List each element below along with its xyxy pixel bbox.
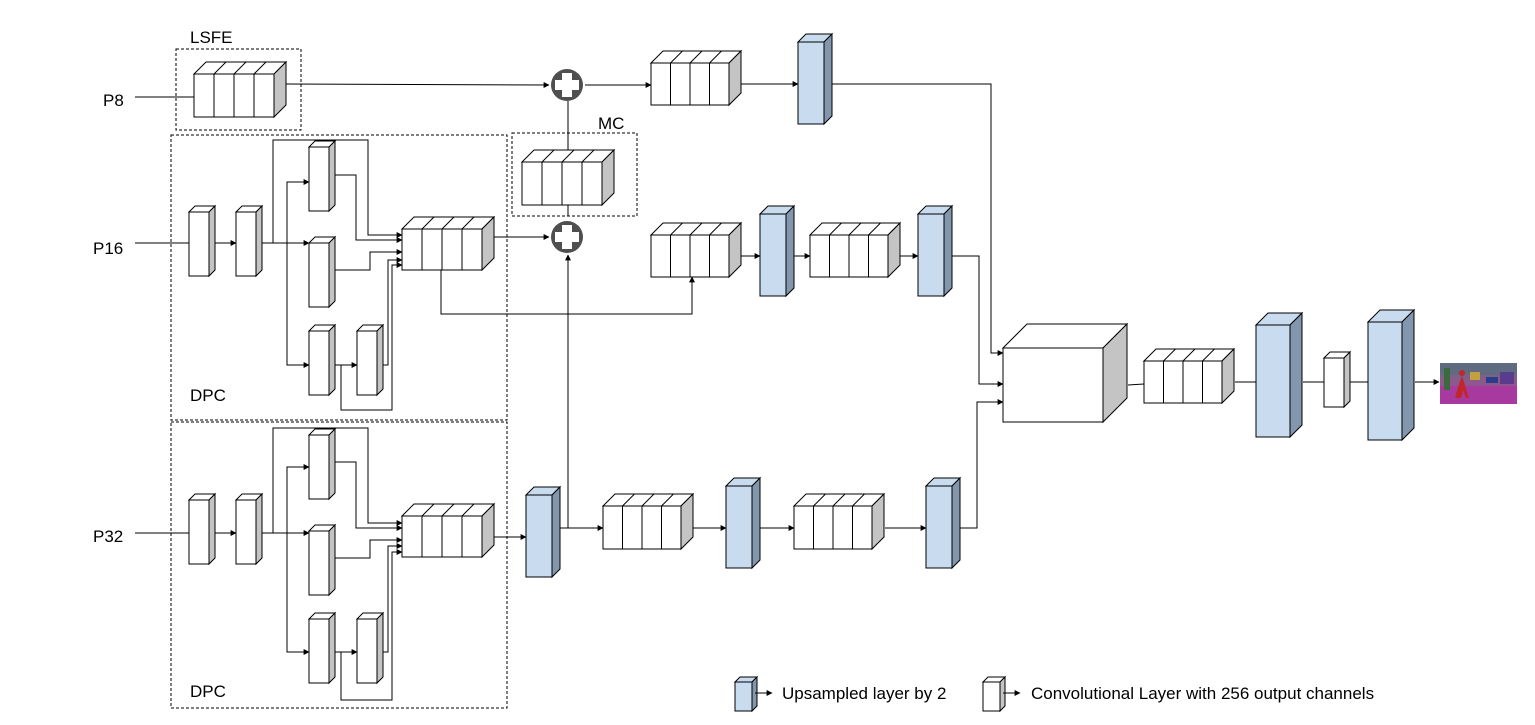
- conv-layer: [307, 323, 337, 397]
- upsample-layer: [1366, 308, 1416, 442]
- mc-label: MC: [598, 114, 624, 133]
- conv-layer: [234, 492, 264, 566]
- legend-conv-label: Convolutional Layer with 256 output chan…: [1031, 684, 1374, 703]
- plus-circle-icon: [551, 69, 583, 101]
- upsample-layer: [796, 32, 834, 126]
- legend-upsample-label: Upsampled layer by 2: [782, 684, 946, 703]
- upsample-layer: [724, 476, 762, 570]
- conv-block-p8-head: [649, 49, 743, 107]
- input-p8-label: P8: [103, 91, 124, 110]
- upsample-layer: [924, 476, 962, 570]
- conv-block-tail: [1142, 347, 1236, 405]
- segmentation-output-image: [1440, 363, 1517, 404]
- conv-layer: [307, 235, 337, 309]
- conv-block-p16-head: [649, 221, 743, 279]
- concat-block: [1001, 322, 1129, 424]
- lsfe-label: LSFE: [190, 28, 233, 47]
- input-p16-label: P16: [93, 239, 123, 258]
- mc-module: MC: [511, 114, 638, 217]
- conv-layer: [307, 611, 337, 685]
- dpc-upper-label: DPC: [190, 386, 226, 405]
- conv-block-lsfe: [192, 60, 288, 119]
- conv-layer: [187, 204, 217, 278]
- dpc-module-lower: DPC: [170, 421, 508, 709]
- legend-upsample-icon: [733, 675, 759, 713]
- conv-layer: [307, 139, 337, 213]
- legend-conv-icon: [981, 675, 1007, 713]
- upsample-layer: [916, 204, 954, 298]
- conv-layer: [355, 323, 385, 397]
- conv-layer: [355, 611, 385, 685]
- legend: Upsampled layer by 2 Convolutional Layer…: [733, 675, 1374, 713]
- conv-block-p32-head: [792, 492, 886, 551]
- conv-layer: [234, 204, 264, 278]
- conv-block-p16-head: [808, 221, 902, 279]
- plus-circle-icon: [551, 221, 583, 253]
- conv-block-mc: [520, 148, 616, 207]
- dpc-lower-label: DPC: [190, 682, 226, 701]
- conv-block-dpc16-out: [400, 215, 496, 272]
- conv-layer: [307, 427, 337, 501]
- upsample-layer: [524, 485, 562, 579]
- upsample-layer: [758, 204, 796, 298]
- dpc-module-upper: DPC: [170, 134, 508, 421]
- conv-layer: [307, 523, 337, 597]
- layer-blocks: [187, 32, 1416, 685]
- conv-block-dpc32-out: [400, 502, 496, 559]
- lsfe-module: LSFE: [175, 28, 302, 131]
- conv-layer: [187, 492, 217, 566]
- input-p32-label: P32: [93, 527, 123, 546]
- conv-layer: [1322, 350, 1352, 409]
- upsample-layer: [1254, 311, 1304, 439]
- conv-block-p32-head: [601, 492, 695, 551]
